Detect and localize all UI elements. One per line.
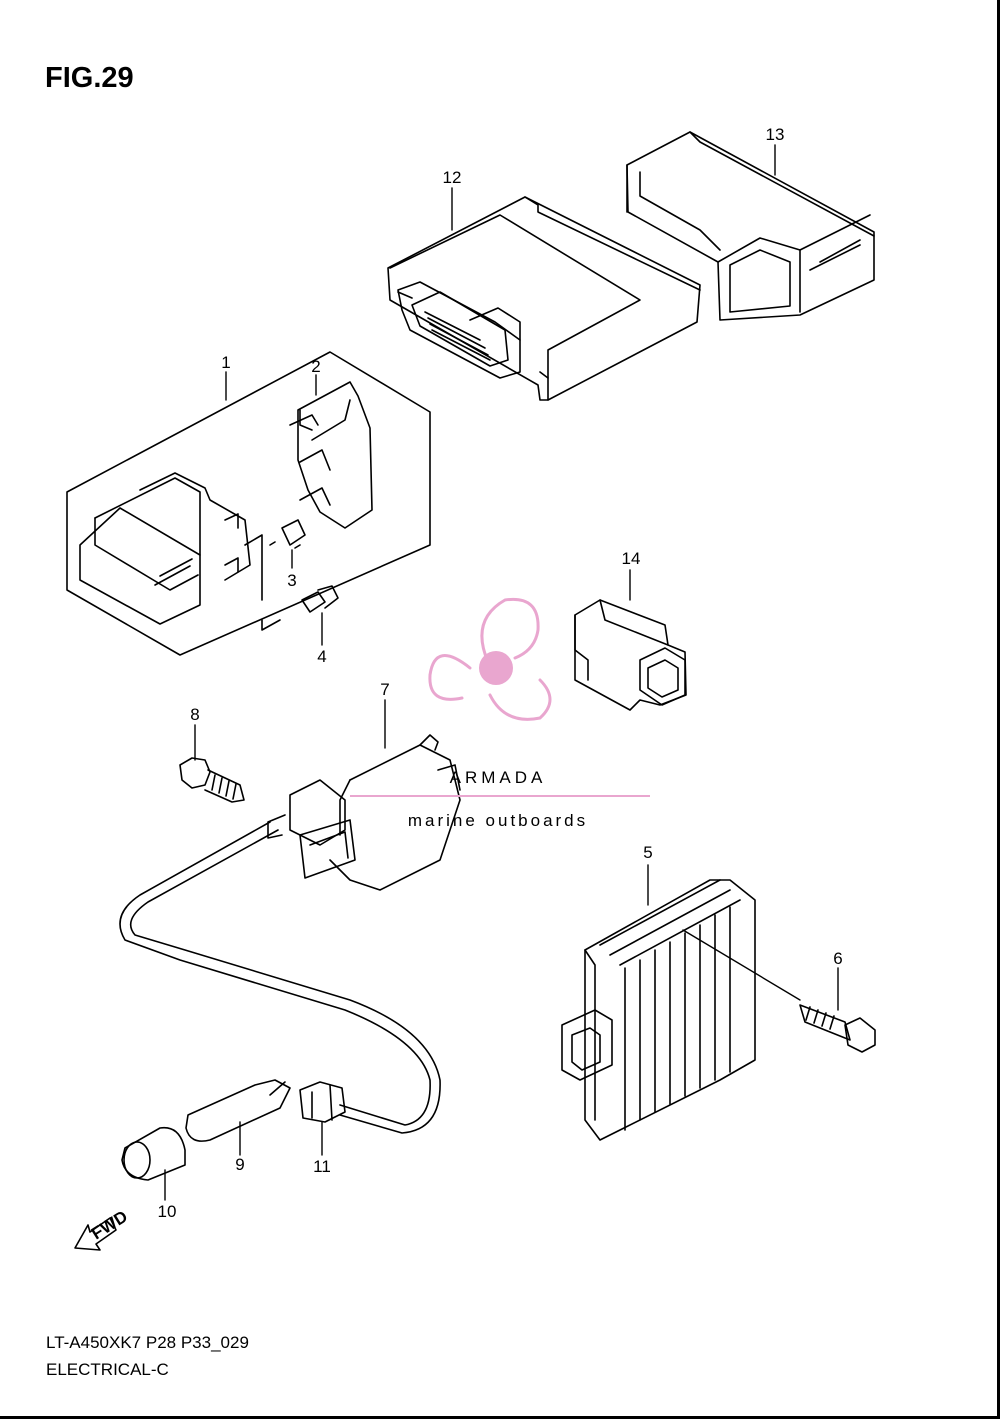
- part-8-bolt: [179, 757, 245, 803]
- callout-1: 1: [221, 353, 230, 372]
- fwd-label: FWD: [88, 1207, 131, 1244]
- callout-2: 2: [311, 357, 320, 376]
- callout-4: 4: [317, 647, 326, 666]
- callout-13: 13: [766, 125, 785, 144]
- callout-11: 11: [313, 1157, 331, 1176]
- callout-5: 5: [643, 843, 652, 862]
- watermark-tagline: marine outboards: [408, 811, 588, 830]
- callout-7: 7: [380, 680, 389, 699]
- part-1-relay-group: [66, 351, 431, 656]
- figure-title: FIG.29: [45, 62, 134, 94]
- ignition-lead-inner: [129, 829, 441, 1134]
- frame-border-right: [997, 0, 1000, 1419]
- frame-border-bottom: [0, 1416, 1000, 1419]
- callout-9: 9: [235, 1155, 244, 1174]
- callout-3: 3: [287, 571, 296, 590]
- callout-6: 6: [833, 949, 842, 968]
- part-13-cover: [626, 131, 875, 321]
- part-3-fuse: [269, 519, 306, 549]
- footer-section-line: ELECTRICAL-C: [46, 1360, 169, 1379]
- part-5-regulator: [561, 879, 756, 1141]
- part-7-ignition-coil: [267, 734, 461, 891]
- part-2-relay-holder: [289, 381, 373, 529]
- part-12-ecm: [387, 196, 701, 401]
- part-4-bolt: [301, 585, 339, 613]
- fwd-arrow: [74, 1217, 117, 1251]
- callout-14: 14: [622, 549, 641, 568]
- ignition-lead: [119, 821, 431, 1126]
- footer-model-line: LT-A450XK7 P28 P33_029: [46, 1333, 249, 1352]
- callout-10: 10: [158, 1202, 177, 1221]
- part-10-rubber-cap: [121, 1126, 186, 1181]
- watermark-brand: ARMADA: [450, 768, 547, 787]
- callout-leaders: [164, 144, 839, 1201]
- part-14-connector: [574, 599, 687, 711]
- watermark-logo: [428, 597, 552, 721]
- callout-8: 8: [190, 705, 199, 724]
- callout-12: 12: [443, 168, 462, 187]
- part-11-lead-cap: [299, 1081, 346, 1123]
- part-9-plug-cap: [185, 1079, 291, 1142]
- part-6-bolt: [799, 1004, 876, 1053]
